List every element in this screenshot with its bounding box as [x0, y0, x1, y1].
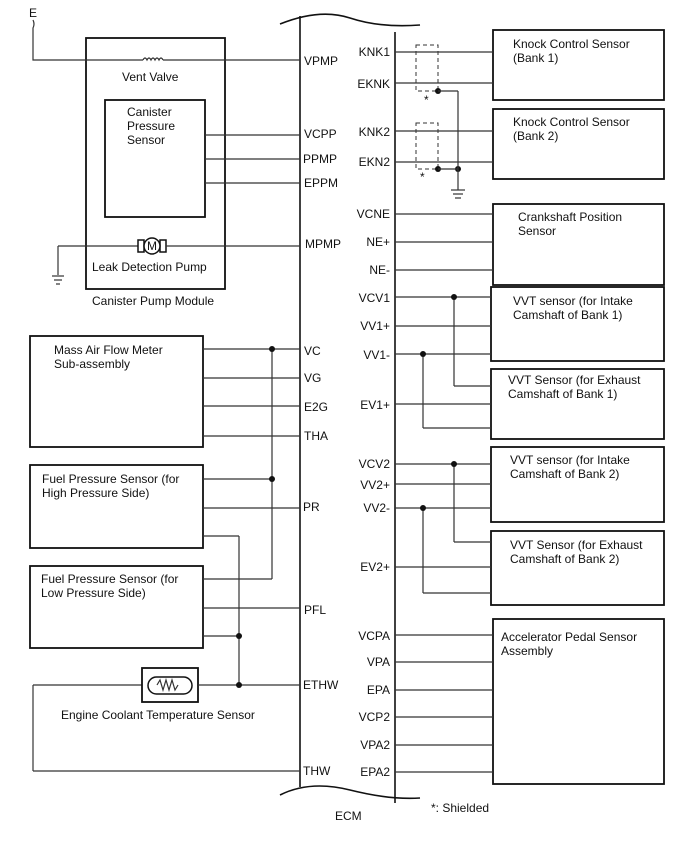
pin-epa2: EPA2	[360, 765, 390, 779]
pin-vcp2: VCP2	[359, 710, 391, 724]
pin-ne-minus: NE-	[369, 263, 390, 277]
pin-vcpa: VCPA	[358, 629, 390, 643]
fuel-pressure-sensor-high: Fuel Pressure Sensor (for High Pressure …	[29, 464, 300, 685]
pin-vv1-plus: VV1+	[360, 319, 390, 333]
vvt-bank2: VVT sensor (for Intake Camshaft of Bank …	[395, 446, 665, 606]
label-text: Canister	[127, 105, 172, 119]
pin-vg: VG	[304, 371, 321, 385]
shield-2	[415, 122, 439, 170]
label-text: VVT Sensor (for Exhaust	[508, 373, 641, 387]
label-text: M	[147, 239, 157, 253]
label-text: VVT sensor (for Intake	[510, 453, 630, 467]
label-text: Knock Control Sensor	[513, 37, 630, 51]
label-text: Low Pressure Side)	[41, 586, 146, 600]
pin-knk2: KNK2	[359, 125, 391, 139]
pin-vcpp: VCPP	[304, 127, 337, 141]
pin-vcne: VCNE	[357, 207, 390, 221]
pin-ppmp: PPMP	[303, 152, 337, 166]
label-text: VVT sensor (for Intake	[513, 294, 633, 308]
label-text: Accelerator Pedal Sensor	[501, 630, 637, 644]
pin-ev2-plus: EV2+	[360, 560, 390, 574]
label-text: Sensor	[127, 133, 165, 147]
label-text: Mass Air Flow Meter	[54, 343, 163, 357]
label-text: Knock Control Sensor	[513, 115, 630, 129]
accelerator-pedal-sensor: Accelerator Pedal Sensor Assembly	[395, 618, 665, 785]
label-text: Sensor	[518, 224, 556, 238]
pin-vpa2: VPA2	[360, 738, 390, 752]
pin-pfl: PFL	[304, 603, 326, 617]
vvt-bank1: VVT sensor (for Intake Camshaft of Bank …	[395, 286, 665, 440]
pin-eknk: EKNK	[357, 77, 390, 91]
pin-epa: EPA	[367, 683, 390, 697]
pin-ethw: ETHW	[303, 678, 339, 692]
ground-e-label: E	[29, 6, 37, 20]
pin-vpmp: VPMP	[304, 54, 338, 68]
pin-vv2-plus: VV2+	[360, 478, 390, 492]
pin-vv1-minus: VV1-	[363, 348, 390, 362]
pin-ekn2: EKN2	[359, 155, 391, 169]
canister-pump-module-label: Canister Pump Module	[92, 294, 214, 308]
ecm-block: ECM	[279, 13, 421, 823]
ecm-right-pins: KNK1 EKNK KNK2 EKN2 VCNE NE+ NE- VCV1 VV…	[357, 45, 391, 779]
label-text: Camshaft of Bank 2)	[510, 467, 619, 481]
pin-vv2-minus: VV2-	[363, 501, 390, 515]
shielded-legend: *: Shielded	[431, 801, 489, 815]
label-text: High Pressure Side)	[42, 486, 149, 500]
canister-pump-module: Canister Pump Module E Vent Valve Canist…	[29, 6, 300, 308]
vent-valve-coil-icon	[142, 57, 164, 62]
label-text: *	[424, 93, 429, 107]
vent-valve-label: Vent Valve	[122, 70, 179, 84]
label-text: (Bank 2)	[513, 129, 558, 143]
ecm-left-pins: VPMP VCPP PPMP EPPM MPMP VC VG E2G THA P…	[303, 54, 341, 778]
pin-vcv2: VCV2	[359, 457, 391, 471]
label-text: Fuel Pressure Sensor (for	[41, 572, 178, 586]
ground-icon-1	[52, 275, 64, 285]
label-text: Camshaft of Bank 1)	[508, 387, 617, 401]
label-text: Pressure	[127, 119, 175, 133]
ect-sensor-label: Engine Coolant Temperature Sensor	[61, 708, 255, 722]
label-text: Camshaft of Bank 1)	[513, 308, 622, 322]
pin-e2g: E2G	[304, 400, 328, 414]
label-text: Assembly	[501, 644, 553, 658]
pin-ne-plus: NE+	[366, 235, 390, 249]
fuel-pressure-sensor-low: Fuel Pressure Sensor (for Low Pressure S…	[29, 565, 300, 649]
pin-mpmp: MPMP	[305, 237, 341, 251]
pin-tha: THA	[304, 429, 328, 443]
motor-icon: M	[137, 237, 167, 255]
pin-knk1: KNK1	[359, 45, 391, 59]
pin-pr: PR	[303, 500, 320, 514]
label-text: VVT Sensor (for Exhaust	[510, 538, 643, 552]
knock-sensors: Knock Control Sensor (Bank 1) Knock Cont…	[395, 29, 665, 199]
shield-1	[415, 44, 439, 92]
label-text: (Bank 1)	[513, 51, 558, 65]
label-text: Crankshaft Position	[518, 210, 622, 224]
pin-vc: VC	[304, 344, 321, 358]
pin-vcv1: VCV1	[359, 291, 391, 305]
ect-sensor: Engine Coolant Temperature Sensor	[32, 667, 300, 772]
pin-vpa: VPA	[367, 655, 390, 669]
crankshaft-sensor: Crankshaft Position Sensor	[395, 203, 665, 286]
label-text: Camshaft of Bank 2)	[510, 552, 619, 566]
ecm-label: ECM	[335, 809, 362, 823]
ground-icon-2	[451, 189, 465, 199]
pin-eppm: EPPM	[304, 176, 338, 190]
pin-thw: THW	[303, 764, 331, 778]
label-text: *	[420, 170, 425, 184]
pin-ev1-plus: EV1+	[360, 398, 390, 412]
label-text: Sub-assembly	[54, 357, 130, 371]
leak-detection-pump-label: Leak Detection Pump	[92, 260, 207, 274]
label-text: Fuel Pressure Sensor (for	[42, 472, 179, 486]
maf-meter: Mass Air Flow Meter Sub-assembly	[29, 335, 300, 579]
